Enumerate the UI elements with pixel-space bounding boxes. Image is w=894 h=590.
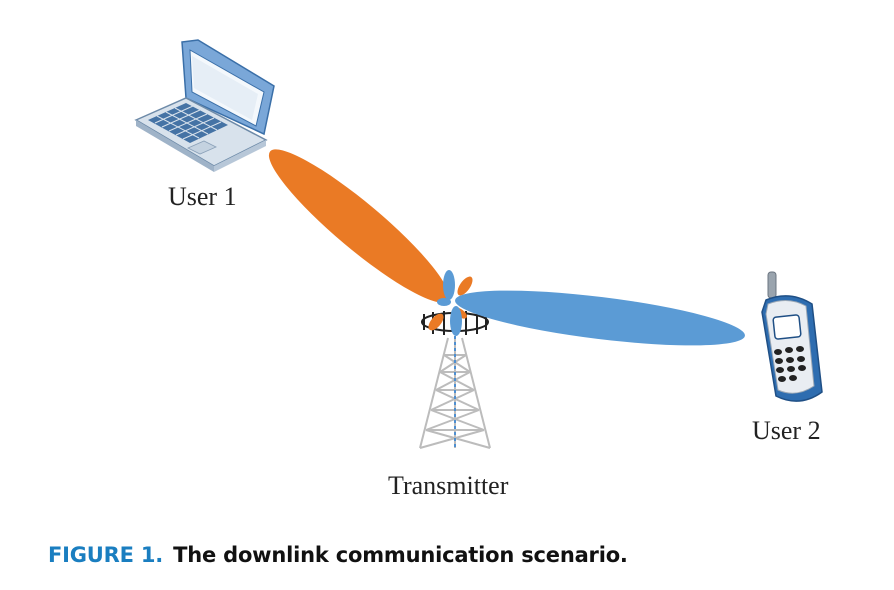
transmitter-label: Transmitter — [388, 471, 509, 500]
figure-caption: FIGURE 1. The downlink communication scen… — [48, 543, 628, 567]
figure-number: FIGURE 1. — [48, 543, 164, 567]
mobile-phone-icon — [761, 271, 823, 402]
antenna-tower-icon — [419, 311, 491, 449]
laptop-icon — [134, 39, 275, 172]
beam-pattern-user2 — [437, 270, 745, 346]
user1-label: User 1 — [168, 182, 237, 211]
user2-label: User 2 — [752, 416, 821, 445]
figure-caption-text: The downlink communication scenario. — [173, 543, 628, 567]
